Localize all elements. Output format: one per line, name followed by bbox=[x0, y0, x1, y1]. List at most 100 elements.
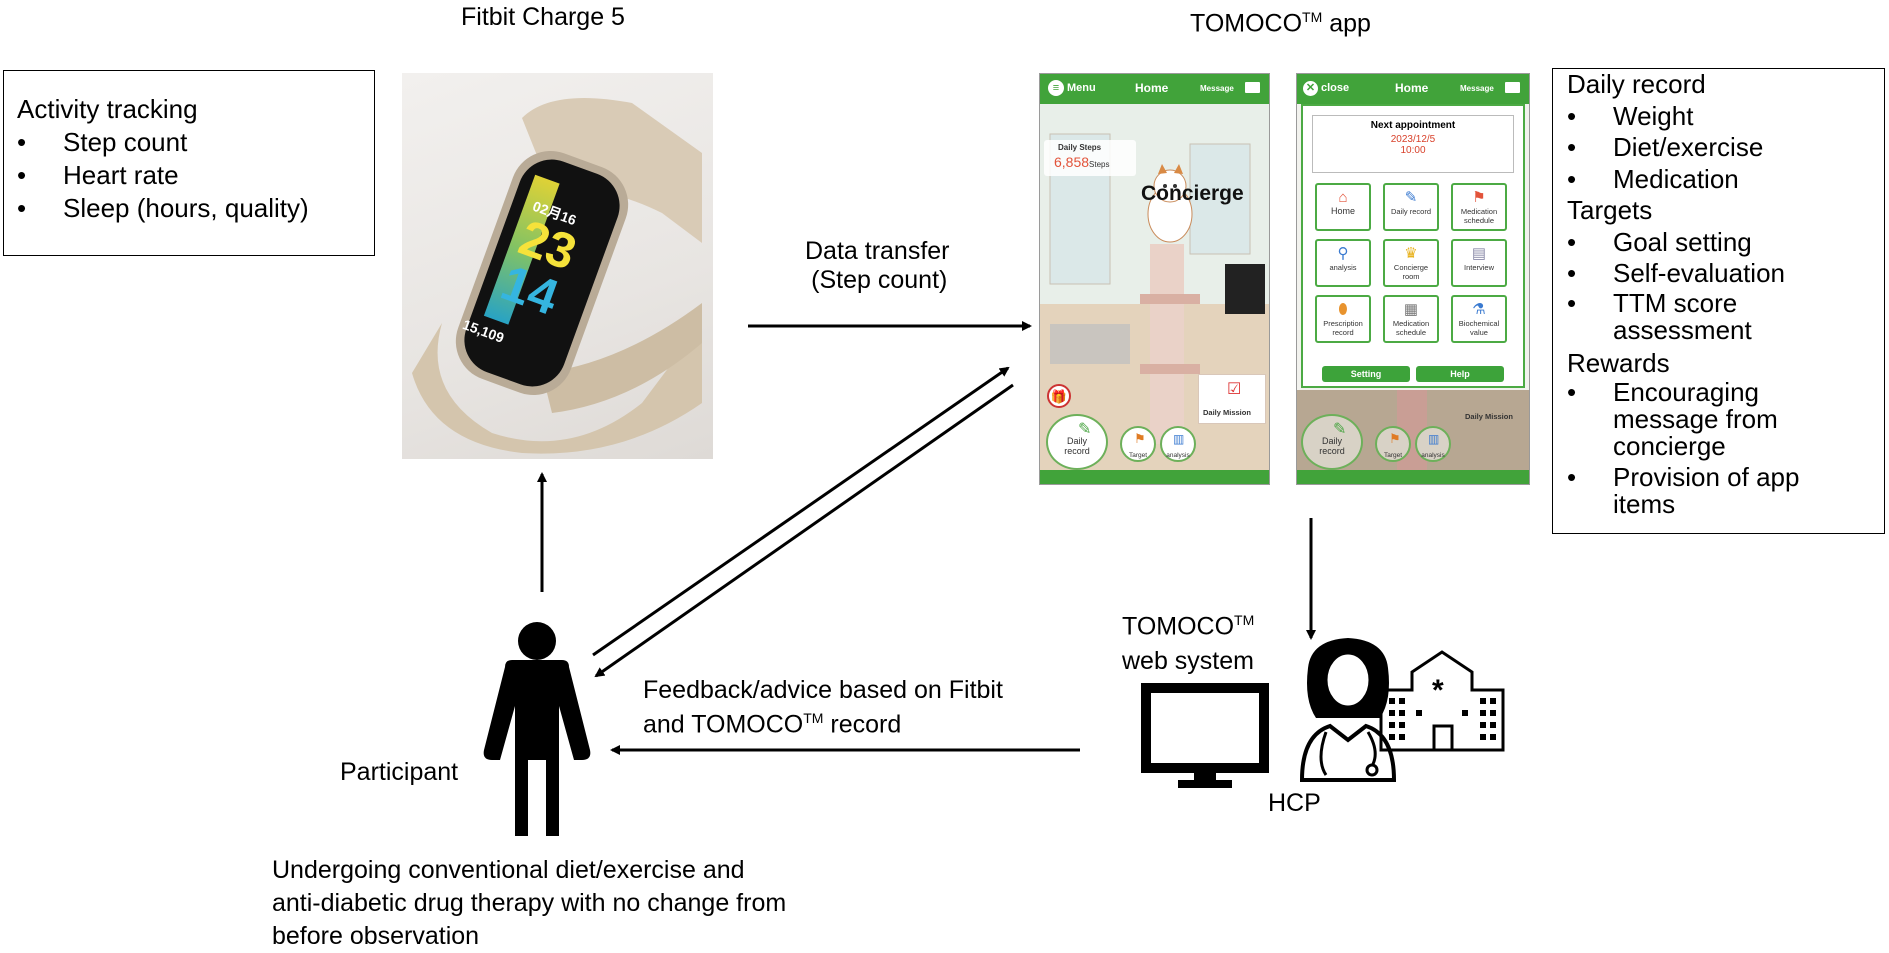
tile-label: Medication schedule bbox=[1392, 319, 1430, 337]
daily-record-button[interactable]: ✎ Daily record bbox=[1301, 414, 1363, 470]
daily-steps-label: Daily Steps bbox=[1058, 143, 1102, 152]
rewards-list: Encouraging message from concierge Provi… bbox=[1567, 379, 1884, 518]
app-header-bar: ≡ Menu Home Message bbox=[1040, 74, 1269, 104]
bar-chart-icon: ▥ bbox=[1428, 432, 1440, 446]
magnifier-icon: ⚲ bbox=[1337, 245, 1349, 262]
concierge-label: Concierge bbox=[1141, 182, 1244, 205]
feedback-line1: Feedback/advice based on Fitbit bbox=[643, 676, 1003, 704]
app-footer-bar bbox=[1040, 470, 1269, 484]
menu-icon[interactable]: ≡ bbox=[1048, 80, 1064, 96]
daily-steps-unit: Steps bbox=[1089, 160, 1110, 169]
daily-mission-card[interactable]: ☑ Daily Mission bbox=[1198, 374, 1266, 424]
message-label[interactable]: Message bbox=[1460, 84, 1494, 93]
fitbit-screen-gradient bbox=[483, 174, 560, 325]
appointment-time: 10:00 bbox=[1400, 145, 1426, 156]
activity-tracking-box: Activity tracking Step count Heart rate … bbox=[3, 70, 375, 256]
feature-item: Self-evaluation bbox=[1567, 258, 1884, 290]
feedback-line2: and TOMOCOTM record bbox=[643, 704, 1003, 738]
document-icon: ▤ bbox=[1471, 245, 1487, 262]
hcp-label: HCP bbox=[1268, 789, 1321, 817]
home-label: Home bbox=[1135, 81, 1169, 95]
daily-record-label: Daily record bbox=[1319, 436, 1345, 456]
feedback-line2-start: and TOMOCO bbox=[643, 710, 804, 739]
bar-chart-icon: ▥ bbox=[1173, 432, 1185, 446]
app-footer-bar bbox=[1297, 470, 1529, 484]
mail-icon[interactable] bbox=[1245, 82, 1260, 93]
analysis-button[interactable]: ▥ analysis bbox=[1160, 426, 1196, 462]
targets-list: Goal setting Self-evaluation TTM score a… bbox=[1567, 227, 1884, 344]
trademark-mark: TM bbox=[1302, 9, 1323, 25]
tile-home[interactable]: ⌂Home bbox=[1315, 183, 1371, 231]
svg-text:*: * bbox=[1432, 674, 1444, 707]
tile-prescription-record[interactable]: ⬮Prescription record bbox=[1315, 295, 1371, 343]
activity-item: Sleep (hours, quality) bbox=[17, 192, 374, 225]
daily-record-label: Daily record bbox=[1064, 436, 1090, 456]
tile-label: Concierge room bbox=[1393, 263, 1429, 281]
target-button[interactable]: ⚑ Target bbox=[1375, 426, 1411, 462]
analysis-label: analysis bbox=[1166, 452, 1190, 459]
feature-item: Goal setting bbox=[1567, 227, 1884, 259]
daily-record-list: Weight Diet/exercise Medication bbox=[1567, 101, 1884, 196]
tile-concierge-room[interactable]: ♛Concierge room bbox=[1383, 239, 1439, 287]
feature-item: Encouraging message from concierge bbox=[1567, 379, 1843, 460]
tile-label: analysis bbox=[1329, 263, 1357, 272]
participant-to-app-arrow bbox=[592, 366, 1010, 657]
feature-item: TTM score assessment bbox=[1567, 289, 1763, 344]
next-appointment-card: Next appointment 2023/12/5 10:00 bbox=[1312, 115, 1514, 173]
tile-label: Medication schedule bbox=[1460, 207, 1498, 225]
fitbit-photo: 02月16 23 14 15,109 bbox=[402, 73, 713, 459]
tile-daily-record[interactable]: ✎Daily record bbox=[1383, 183, 1439, 231]
close-icon[interactable]: ✕ bbox=[1303, 81, 1318, 96]
tile-analysis[interactable]: ⚲analysis bbox=[1315, 239, 1371, 287]
tile-label: Prescription record bbox=[1323, 319, 1363, 337]
tile-medication-schedule-2[interactable]: ▦Medication schedule bbox=[1383, 295, 1439, 343]
flag-icon: ⚑ bbox=[1389, 431, 1401, 446]
tile-medication-schedule[interactable]: ⚑Medication schedule bbox=[1451, 183, 1507, 231]
web-system-name: TOMOCO bbox=[1122, 612, 1235, 641]
mail-icon[interactable] bbox=[1505, 82, 1520, 93]
app-features-box: Daily record Weight Diet/exercise Medica… bbox=[1552, 68, 1885, 534]
target-button[interactable]: ⚑ Target bbox=[1120, 426, 1156, 462]
person-icon bbox=[483, 622, 591, 836]
calendar-icon: ▦ bbox=[1403, 301, 1419, 318]
tile-interview[interactable]: ▤Interview bbox=[1451, 239, 1507, 287]
close-label[interactable]: close bbox=[1321, 82, 1350, 94]
next-appointment-label: Next appointment bbox=[1370, 120, 1456, 131]
activity-item: Heart rate bbox=[17, 159, 374, 192]
daily-mission-label: Daily Mission bbox=[1465, 412, 1513, 421]
data-transfer-line2: (Step count) bbox=[811, 266, 948, 294]
message-label[interactable]: Message bbox=[1200, 84, 1234, 93]
feature-item: Weight bbox=[1567, 101, 1884, 133]
analysis-button[interactable]: ▥ analysis bbox=[1415, 426, 1451, 462]
checkmark-icon: ☑ bbox=[1227, 381, 1242, 398]
data-transfer-label: Data transfer (Step count) bbox=[805, 237, 950, 295]
menu-label[interactable]: Menu bbox=[1067, 82, 1096, 94]
home-label: Home bbox=[1395, 81, 1429, 95]
participant-label: Participant bbox=[340, 758, 459, 786]
target-label: Target bbox=[1128, 452, 1148, 459]
help-button[interactable]: Help bbox=[1416, 366, 1504, 382]
shirt-icon: ♛ bbox=[1404, 245, 1418, 262]
pencil-icon: ✎ bbox=[1333, 421, 1347, 438]
section-heading: Rewards bbox=[1567, 347, 1670, 378]
hospital-icon: * bbox=[1379, 650, 1505, 752]
participant-note-line: anti-diabetic drug therapy with no chang… bbox=[272, 889, 787, 917]
daily-mission-label: Daily Mission bbox=[1203, 408, 1251, 417]
app-title: TOMOCOTM app bbox=[1190, 3, 1371, 38]
setting-button[interactable]: Setting bbox=[1322, 366, 1410, 382]
tile-biochemical-value[interactable]: ⚗Biochemical value bbox=[1451, 295, 1507, 343]
doctor-icon bbox=[1299, 638, 1397, 782]
daily-steps-value: 6,858Steps bbox=[1054, 154, 1110, 170]
app-menu-screen: ✕ close Home Message Next appointment 20… bbox=[1296, 73, 1530, 485]
fitbit-band-illustration bbox=[412, 98, 702, 454]
gift-icon[interactable]: 🎁 bbox=[1047, 384, 1071, 408]
feedback-label: Feedback/advice based on Fitbit and TOMO… bbox=[643, 676, 1003, 738]
flag-icon: ⚑ bbox=[1472, 189, 1486, 206]
target-label: Target bbox=[1383, 452, 1403, 459]
daily-record-button[interactable]: ✎ Daily record bbox=[1046, 414, 1108, 470]
app-header-bar: ✕ close Home Message bbox=[1297, 74, 1529, 104]
appointment-date: 2023/12/5 bbox=[1390, 134, 1436, 145]
web-system-label: TOMOCOTM web system bbox=[1122, 603, 1254, 679]
feature-item: Provision of app items bbox=[1567, 464, 1843, 518]
